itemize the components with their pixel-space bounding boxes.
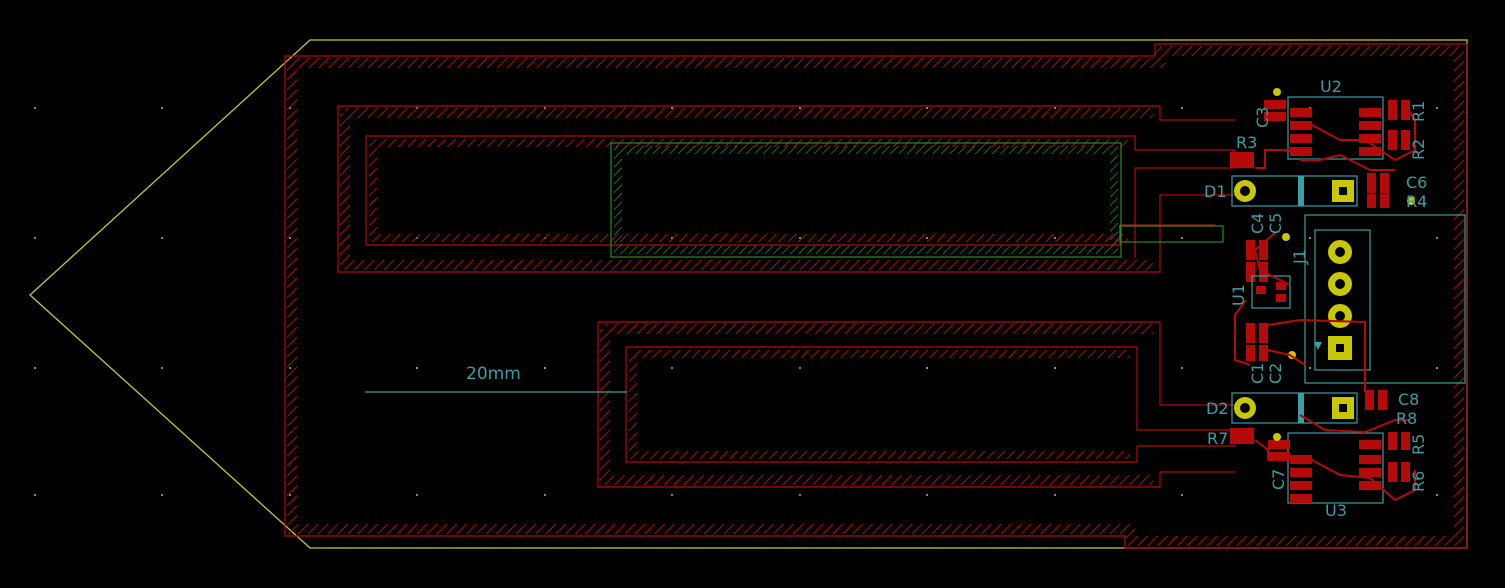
copper-traces xyxy=(1234,104,1416,502)
ref-r6: R6 xyxy=(1409,471,1428,492)
ref-j1: J1 xyxy=(1290,249,1309,265)
ref-d1: D1 xyxy=(1204,182,1227,201)
dimension-20mm: 20mm xyxy=(365,364,627,393)
grid-dot xyxy=(161,494,163,496)
grid-dot xyxy=(1436,367,1438,369)
ref-u1: U1 xyxy=(1229,284,1248,306)
grid-dot xyxy=(161,367,163,369)
ref-c5: C5 xyxy=(1266,213,1285,234)
grid-dot xyxy=(671,367,673,369)
grid-dot xyxy=(1436,107,1438,109)
ref-c7: C7 xyxy=(1269,469,1288,490)
ref-c8: C8 xyxy=(1398,390,1419,409)
footprint-d2 xyxy=(1230,390,1387,444)
grid-dot xyxy=(799,494,801,496)
grid-dot xyxy=(926,494,928,496)
grid-dot xyxy=(671,494,673,496)
ref-c1: C1 xyxy=(1248,363,1267,384)
grid-dot xyxy=(416,367,418,369)
ref-r3: R3 xyxy=(1236,133,1257,152)
board-edge-outline xyxy=(29,39,1468,549)
ref-r5: R5 xyxy=(1409,434,1428,455)
ref-c4: C4 xyxy=(1248,213,1267,234)
grid-dot xyxy=(34,107,36,109)
grid-dot xyxy=(799,367,801,369)
grid-dot xyxy=(1181,494,1183,496)
grid-dot xyxy=(544,494,546,496)
grid-dot xyxy=(1181,237,1183,239)
grid-dot xyxy=(34,494,36,496)
ground-zone-outer xyxy=(284,43,1468,549)
grid-dot xyxy=(544,367,546,369)
ref-r8: R8 xyxy=(1396,409,1417,428)
ref-d2: D2 xyxy=(1206,399,1229,418)
ref-u3: U3 xyxy=(1325,501,1347,520)
footprint-d1 xyxy=(1230,152,1415,208)
grid-dot xyxy=(1054,494,1056,496)
sensor-electrode-upper xyxy=(337,105,1236,273)
grid-dot xyxy=(34,367,36,369)
footprint-u1 xyxy=(1246,233,1296,361)
reference-labels: U2 C3 R1 R2 R3 C6 R4 D1 C4 C5 J1 U1 C1 C… xyxy=(1204,77,1428,520)
footprint-j1-connector xyxy=(1304,214,1466,384)
grid-dot xyxy=(1309,367,1311,369)
grid-dot xyxy=(1181,367,1183,369)
grid-dot xyxy=(926,367,928,369)
footprint-u2 xyxy=(1264,88,1410,160)
grid-dot xyxy=(416,494,418,496)
grid-dot xyxy=(161,107,163,109)
grid-dot xyxy=(34,237,36,239)
ref-r2: R2 xyxy=(1409,139,1428,160)
ref-r7: R7 xyxy=(1207,429,1228,448)
grid-dot xyxy=(1054,367,1056,369)
grid-dot xyxy=(1309,237,1311,239)
ref-u2: U2 xyxy=(1320,77,1342,96)
dimension-label: 20mm xyxy=(466,364,521,384)
sensor-electrode-lower xyxy=(597,321,1236,488)
footprint-u3 xyxy=(1268,432,1410,504)
ref-r4: R4 xyxy=(1406,192,1427,211)
grid-dot xyxy=(1436,494,1438,496)
ref-c3: C3 xyxy=(1253,107,1272,128)
grid-dot xyxy=(161,237,163,239)
grid-dot xyxy=(1436,237,1438,239)
ref-c2: C2 xyxy=(1266,363,1285,384)
ref-r1: R1 xyxy=(1409,101,1428,122)
ref-c6: C6 xyxy=(1406,173,1427,192)
grid-dot xyxy=(1181,107,1183,109)
